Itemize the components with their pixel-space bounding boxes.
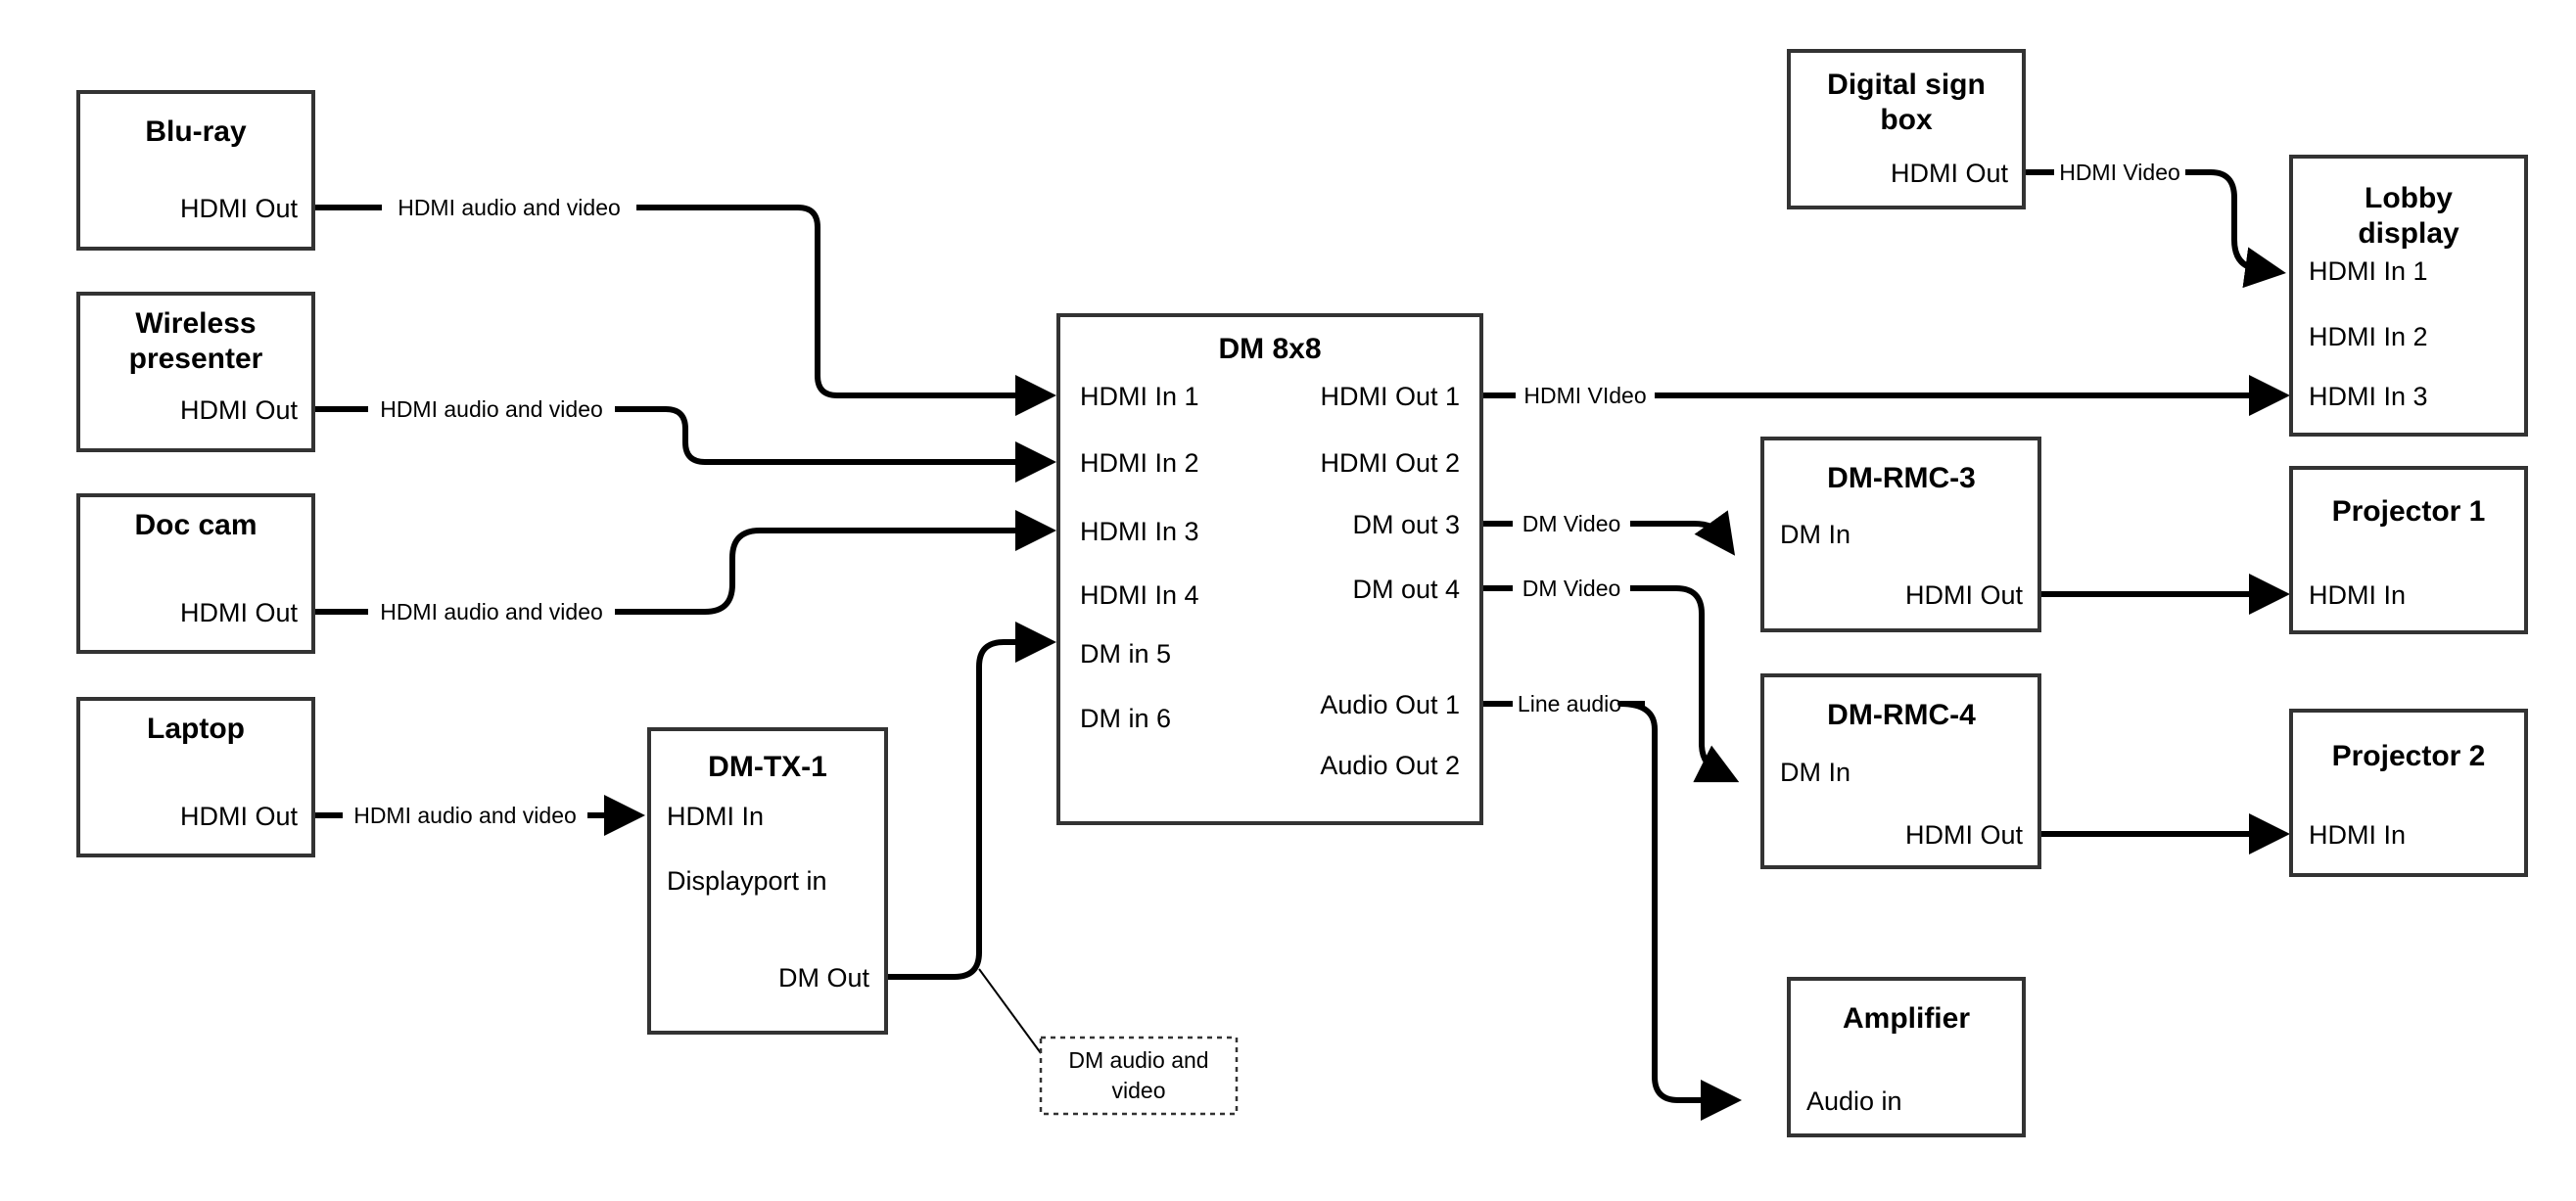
note-dm-audio-and-video: DM audio and video: [1039, 1036, 1239, 1116]
node-dm-8x8-output-dm-out-3: DM out 3: [1352, 510, 1460, 539]
node-dm-8x8-output-dm-out-4: DM out 4: [1352, 575, 1460, 604]
node-dm-8x8-input-dm-in-5: DM in 5: [1080, 639, 1171, 669]
node-laptop-title: Laptop: [147, 713, 245, 745]
node-bluray-port-hdmi-out: HDMI Out: [180, 194, 299, 223]
node-amplifier[interactable]: Amplifier Audio in: [1787, 977, 2026, 1137]
wire-dm8x8-hdmiout1-to-lobby: HDMI VIdeo: [1481, 375, 2290, 416]
callout-leader-line: [978, 968, 1042, 1054]
node-projector-2-title: Projector 2: [2332, 740, 2486, 772]
node-digital-sign-box-port-hdmi-out: HDMI Out: [1891, 159, 2009, 188]
node-dm-tx-1-port-hdmi-in: HDMI In: [667, 802, 764, 831]
node-projector-1-port-hdmi-in: HDMI In: [2309, 580, 2406, 610]
node-dm-rmc-3-title: DM-RMC-3: [1827, 462, 1976, 494]
node-dm-8x8[interactable]: DM 8x8 HDMI In 1 HDMI In 2 HDMI In 3 HDM…: [1056, 313, 1483, 825]
node-dm-tx-1-port-displayport-in: Displayport in: [667, 866, 827, 896]
wire-label-sign-hdmi-video: HDMI Video: [2059, 160, 2180, 185]
node-dm-rmc-4-title: DM-RMC-4: [1827, 699, 1976, 731]
node-lobby-display-port-hdmi-in-1: HDMI In 1: [2309, 256, 2428, 286]
node-dm-rmc-4-port-hdmi-out: HDMI Out: [1905, 820, 2024, 850]
wire-label-laptop: HDMI audio and video: [353, 803, 577, 828]
node-dm-rmc-3-port-hdmi-out: HDMI Out: [1905, 580, 2024, 610]
node-dm-rmc-4[interactable]: DM-RMC-4 DM In HDMI Out: [1760, 673, 2041, 869]
wire-label-hdmi-video-out1: HDMI VIdeo: [1523, 383, 1646, 408]
node-wireless-presenter-title-line1: Wireless: [135, 307, 256, 340]
node-dm-8x8-input-hdmi-in-3: HDMI In 3: [1080, 517, 1199, 546]
node-projector-1-title: Projector 1: [2332, 495, 2486, 528]
node-laptop[interactable]: Laptop HDMI Out: [76, 697, 315, 857]
node-dm-rmc-3-port-dm-in: DM In: [1780, 520, 1850, 549]
wire-dm8x8-dmout4-to-dmrmc4: DM Video: [1481, 576, 1740, 783]
wire-wireless-to-dm8x8: HDMI audio and video: [313, 396, 1056, 483]
wire-label-line-audio: Line audio: [1518, 691, 1621, 716]
wire-dm8x8-audioout1-to-amplifier: Line audio: [1481, 691, 1742, 1121]
node-doc-cam[interactable]: Doc cam HDMI Out: [76, 493, 315, 654]
node-amplifier-port-audio-in: Audio in: [1806, 1086, 1902, 1116]
wire-digitalsign-to-lobby: HDMI Video: [2024, 160, 2286, 289]
node-amplifier-title: Amplifier: [1843, 1002, 1970, 1035]
node-projector-2[interactable]: Projector 2 HDMI In: [2289, 709, 2528, 877]
wire-label-dm-video-out3: DM Video: [1522, 511, 1621, 536]
node-lobby-display-title-line2: display: [2358, 217, 2459, 250]
wire-doccam-to-dm8x8: HDMI audio and video: [313, 510, 1056, 624]
wire-laptop-to-dmtx1: HDMI audio and video: [313, 795, 645, 836]
node-digital-sign-box[interactable]: Digital sign box HDMI Out: [1787, 49, 2026, 209]
wire-dm8x8-dmout3-to-dmrmc3: DM Video: [1481, 510, 1736, 556]
wire-bluray-to-dm8x8: HDMI audio and video: [313, 195, 1056, 416]
node-lobby-display-port-hdmi-in-2: HDMI In 2: [2309, 322, 2428, 351]
node-wireless-presenter-port-hdmi-out: HDMI Out: [180, 395, 299, 425]
node-dm-rmc-3[interactable]: DM-RMC-3 DM In HDMI Out: [1760, 437, 2041, 632]
node-projector-2-port-hdmi-in: HDMI In: [2309, 820, 2406, 850]
node-dm-tx-1-port-dm-out: DM Out: [778, 963, 870, 993]
node-bluray-title: Blu-ray: [145, 115, 247, 148]
node-dm-8x8-input-dm-in-6: DM in 6: [1080, 704, 1171, 733]
wire-label-dm-video-out4: DM Video: [1522, 576, 1621, 601]
node-doc-cam-port-hdmi-out: HDMI Out: [180, 598, 299, 627]
node-lobby-display-port-hdmi-in-3: HDMI In 3: [2309, 382, 2428, 411]
node-dm-8x8-output-hdmi-out-2: HDMI Out 2: [1320, 448, 1460, 478]
node-lobby-display-title-line1: Lobby: [2365, 182, 2453, 214]
wire-label-bluray: HDMI audio and video: [398, 195, 621, 220]
node-dm-rmc-4-port-dm-in: DM In: [1780, 758, 1850, 787]
node-dm-8x8-title: DM 8x8: [1218, 333, 1321, 365]
node-doc-cam-title: Doc cam: [134, 509, 257, 541]
node-wireless-presenter[interactable]: Wireless presenter HDMI Out: [76, 292, 315, 452]
node-dm-tx-1[interactable]: DM-TX-1 HDMI In Displayport in DM Out: [647, 727, 888, 1035]
node-dm-8x8-output-audio-out-2: Audio Out 2: [1320, 751, 1460, 780]
node-projector-1[interactable]: Projector 1 HDMI In: [2289, 466, 2528, 634]
node-dm-8x8-input-hdmi-in-1: HDMI In 1: [1080, 382, 1199, 411]
wire-label-wireless: HDMI audio and video: [380, 396, 603, 422]
node-wireless-presenter-title-line2: presenter: [129, 343, 263, 375]
node-digital-sign-box-title-line2: box: [1880, 104, 1933, 136]
node-dm-8x8-output-hdmi-out-1: HDMI Out 1: [1320, 382, 1460, 411]
node-lobby-display[interactable]: Lobby display HDMI In 1 HDMI In 2 HDMI I…: [2289, 155, 2528, 437]
note-dm-audio-and-video-line1: DM audio and: [1068, 1047, 1208, 1073]
node-bluray[interactable]: Blu-ray HDMI Out: [76, 90, 315, 251]
wire-dmtx1-to-dm8x8: [886, 622, 1056, 980]
node-dm-8x8-input-hdmi-in-2: HDMI In 2: [1080, 448, 1199, 478]
note-dm-audio-and-video-line2: video: [1112, 1078, 1166, 1103]
node-digital-sign-box-title-line1: Digital sign: [1827, 69, 1986, 101]
node-dm-tx-1-title: DM-TX-1: [708, 751, 827, 783]
node-dm-8x8-input-hdmi-in-4: HDMI In 4: [1080, 580, 1199, 610]
node-laptop-port-hdmi-out: HDMI Out: [180, 802, 299, 831]
wire-label-doccam: HDMI audio and video: [380, 599, 603, 624]
node-dm-8x8-output-audio-out-1: Audio Out 1: [1320, 690, 1460, 719]
